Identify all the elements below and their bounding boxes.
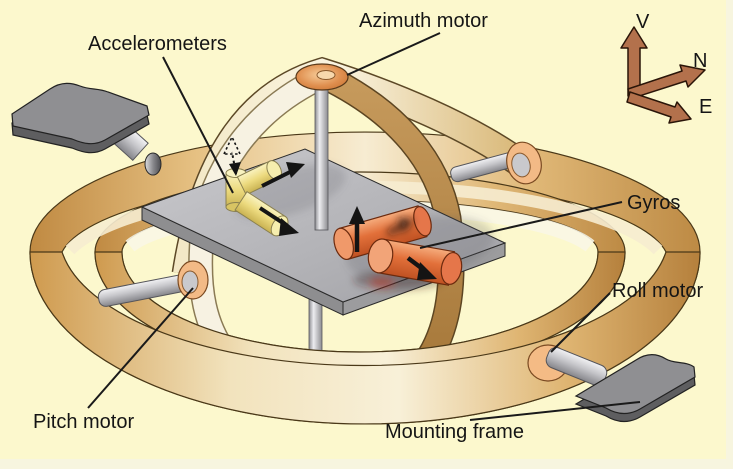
left-ring-knob — [144, 152, 162, 176]
mounting-bracket-right — [574, 354, 696, 414]
label-roll-motor: Roll motor — [612, 280, 703, 302]
label-accelerometers: Accelerometers — [88, 33, 227, 55]
accel-vertical-dotted-arrow — [223, 135, 242, 176]
front-pivots — [97, 260, 696, 422]
pitch-motor-leader — [87, 287, 194, 409]
label-compass-e: E — [699, 96, 712, 118]
pitch-motor-bushing-hole — [181, 270, 199, 294]
azimuth-motor-hub — [316, 70, 336, 80]
right-pivot-bushing-hole — [511, 152, 531, 178]
gimbal-rings-front — [29, 251, 701, 425]
upper-pivots — [11, 82, 542, 185]
mounting-bracket-left — [11, 82, 150, 145]
label-compass-n: N — [693, 50, 707, 72]
gyro-ne-arrow — [386, 218, 414, 236]
label-gyros: Gyros — [627, 192, 680, 214]
mounting-frame-leader — [469, 401, 641, 421]
labels: Accelerometers Azimuth motor Gyros Roll … — [33, 10, 712, 443]
accel-se-arrow — [258, 206, 299, 236]
label-pitch-motor: Pitch motor — [33, 411, 134, 433]
gyros-leader — [419, 201, 623, 249]
roll-motor-leader — [550, 292, 611, 353]
leader-lines — [87, 32, 641, 421]
azimuth-motor-leader — [346, 32, 441, 76]
accelerometer-ne — [236, 160, 282, 196]
azimuth-shaft — [314, 83, 329, 231]
label-compass-v: V — [636, 11, 650, 33]
north-axis-arrow — [627, 64, 706, 100]
gyro-se-arrow — [406, 256, 437, 280]
bottom-margin — [0, 459, 733, 469]
outer-ring-front-band — [29, 251, 701, 425]
label-azimuth-motor: Azimuth motor — [359, 10, 488, 32]
label-mounting-frame: Mounting frame — [385, 421, 524, 443]
east-axis-arrow — [626, 91, 692, 124]
right-margin — [726, 0, 733, 469]
gyro-up-arrow — [349, 206, 365, 252]
axis-arrows — [223, 135, 437, 280]
compass — [620, 26, 706, 124]
accelerometers-leader — [162, 56, 234, 194]
accel-ne-arrow — [261, 162, 305, 188]
